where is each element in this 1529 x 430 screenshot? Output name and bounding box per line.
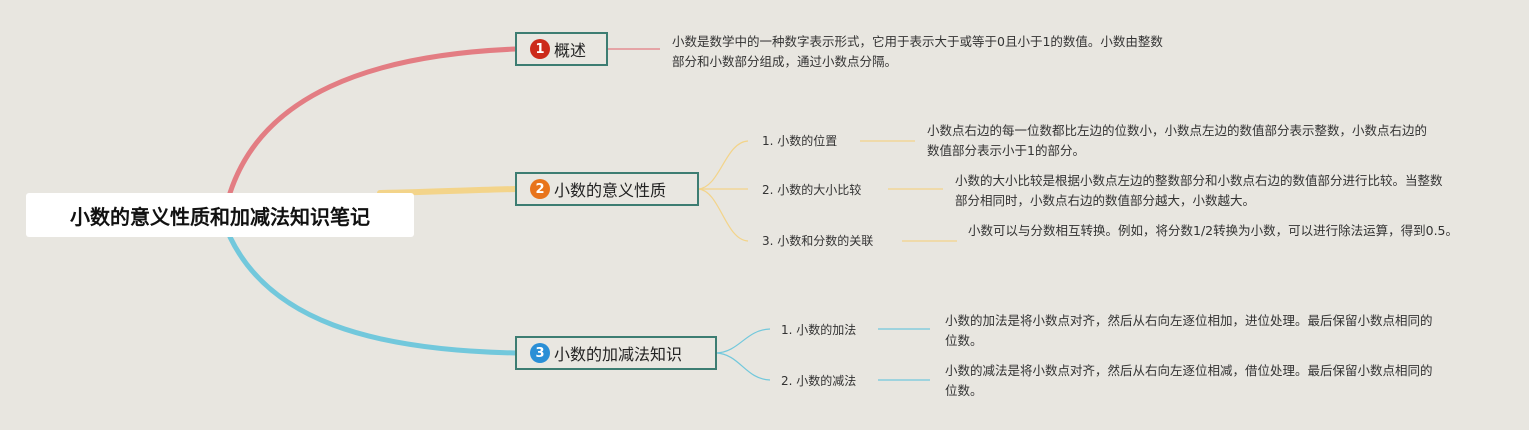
decimal-addition-description: 小数的加法是将小数点对齐，然后从右向左逐位相加，进位处理。最后保留小数点相同的位…	[945, 313, 1433, 348]
number-2-badge-icon: 2	[530, 179, 550, 199]
connector-root-branch-1	[227, 46, 519, 196]
subtopic-decimal-addition[interactable]: 1. 小数的加法	[781, 322, 857, 338]
subtopic-decimal-fraction-relation[interactable]: 3. 小数和分数的关联	[762, 233, 874, 249]
number-3-badge-icon: 3	[530, 343, 550, 363]
branch-decimal-meaning-properties[interactable]: 2 小数的意义性质	[515, 172, 699, 206]
root-topic-title: 小数的意义性质和加减法知识笔记	[70, 204, 370, 229]
branch-overview-label: 概述	[554, 41, 587, 60]
root-topic[interactable]: 小数的意义性质和加减法知识笔记	[26, 193, 414, 237]
subtopic-decimal-subtraction[interactable]: 2. 小数的减法	[781, 373, 857, 389]
decimal-fraction-relation-description: 小数可以与分数相互转换。例如，将分数1/2转换为小数，可以进行除法运算，得到0.…	[968, 223, 1458, 238]
decimal-subtraction-description: 小数的减法是将小数点对齐，然后从右向左逐位相减，借位处理。最后保留小数点相同的位…	[945, 363, 1433, 398]
branch-decimal-meaning-properties-label: 小数的意义性质	[554, 181, 667, 200]
subtopic-decimal-comparison[interactable]: 2. 小数的大小比较	[762, 182, 862, 198]
branch-decimal-addition-subtraction-label: 小数的加减法知识	[554, 345, 683, 364]
overview-description: 小数是数学中的一种数字表示形式，它用于表示大于或等于0且小于1的数值。小数由整数…	[672, 34, 1163, 69]
decimal-comparison-description: 小数的大小比较是根据小数点左边的整数部分和小数点右边的数值部分进行比较。当整数部…	[955, 173, 1443, 208]
number-1-badge-icon: 1	[530, 39, 550, 59]
connector-branch-3-sub-2	[715, 352, 771, 381]
connector-branch-2-sub-3	[697, 188, 749, 242]
connector-branch-2-sub-1	[697, 140, 749, 190]
decimal-position-description: 小数点右边的每一位数都比左边的位数小，小数点左边的数值部分表示整数，小数点右边的…	[927, 123, 1427, 158]
connector-root-branch-3	[227, 234, 519, 356]
branch-overview[interactable]: 1 概述	[515, 32, 608, 66]
subtopic-decimal-position[interactable]: 1. 小数的位置	[762, 133, 838, 149]
connector-root-branch-2	[377, 186, 519, 196]
branch-decimal-addition-subtraction[interactable]: 3 小数的加减法知识	[515, 336, 717, 370]
connector-branch-3-sub-1	[715, 328, 771, 354]
